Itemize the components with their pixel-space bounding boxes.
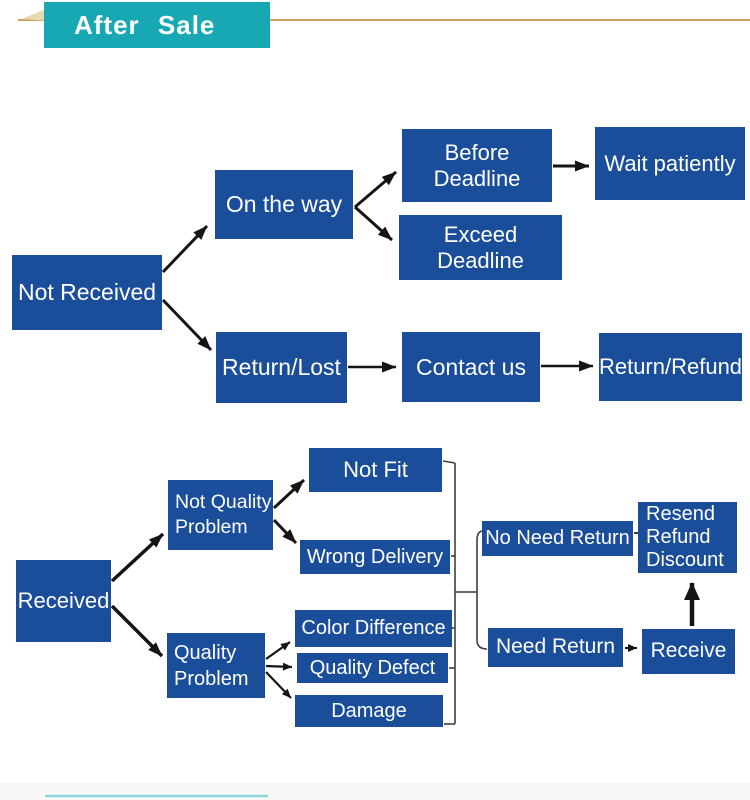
node-label: Not Fit <box>343 457 408 483</box>
node-not-received: Not Received <box>12 255 162 330</box>
arrow-not-received-to-return-lost <box>161 298 213 352</box>
node-wait-patiently: Wait patiently <box>595 127 745 200</box>
node-return-refund: Return/Refund <box>599 333 742 401</box>
discount-line: Discount <box>646 549 724 571</box>
node-need-return: Need Return <box>488 628 623 667</box>
node-label: Exceed Deadline <box>437 222 524 273</box>
node-label: Receive <box>650 639 727 663</box>
node-label: Color Difference <box>301 617 446 639</box>
node-label: Need Return <box>495 635 616 659</box>
node-label: Return/Refund <box>598 354 743 380</box>
connector-return-branch-bracket <box>476 530 488 650</box>
node-label: Quality Problem <box>174 641 249 690</box>
node-label: Not Quality Problem <box>175 491 272 538</box>
section-title: After Sale <box>74 9 216 40</box>
node-quality-problem: Quality Problem <box>167 633 265 698</box>
arrow-received-to-quality-problem <box>110 604 164 658</box>
connector-not-fit-stub <box>442 460 456 464</box>
node-quality-defect: Quality Defect <box>297 653 448 683</box>
node-label: Not Received <box>17 279 157 306</box>
node-label: On the way <box>225 191 343 218</box>
node-color-difference: Color Difference <box>295 610 452 647</box>
node-label: Wrong Delivery <box>306 545 444 568</box>
arrow-received-to-not-quality-problem <box>110 532 165 583</box>
arrow-quality-problem-to-quality-defect <box>265 662 293 671</box>
arrow-not-quality-problem-to-wrong-delivery <box>272 518 298 545</box>
node-before-deadline: Before Deadline <box>402 129 552 202</box>
node-not-fit: Not Fit <box>309 448 442 492</box>
node-wrong-delivery: Wrong Delivery <box>300 540 450 574</box>
node-damage: Damage <box>295 695 443 727</box>
node-on-the-way: On the way <box>215 170 353 239</box>
node-return-lost: Return/Lost <box>216 332 347 403</box>
node-label: Damage <box>331 699 407 722</box>
section-header-after-sale: After Sale <box>44 2 270 48</box>
node-not-quality-problem: Not Quality Problem <box>168 480 273 550</box>
arrow-not-quality-problem-to-not-fit <box>272 478 306 510</box>
node-label-multiline: Resend Refund Discount <box>646 503 724 572</box>
node-exceed-deadline: Exceed Deadline <box>399 215 562 280</box>
node-receive: Receive <box>642 629 735 674</box>
node-label: Quality Defect <box>309 656 436 679</box>
bottom-section-band <box>0 783 750 800</box>
gold-divider-arrowhead <box>22 7 50 21</box>
node-label: No Need Return <box>485 527 630 549</box>
node-resend-refund-discount: Resend Refund Discount <box>638 502 737 573</box>
node-label: Wait patiently <box>604 150 736 176</box>
node-no-need-return: No Need Return <box>482 521 633 556</box>
node-label: Received <box>17 588 110 614</box>
node-label: Contact us <box>416 353 526 380</box>
node-received: Received <box>16 560 111 642</box>
resend-line: Resend <box>646 503 715 525</box>
refund-line: Refund <box>646 526 711 548</box>
arrow-quality-problem-to-damage <box>265 671 292 699</box>
node-label: Return/Lost <box>222 354 341 381</box>
arrow-quality-problem-to-color-difference <box>265 641 291 660</box>
arrow-on-the-way-to-exceed-deadline <box>354 205 393 242</box>
arrow-on-the-way-to-before-deadline <box>354 170 397 209</box>
node-label: Before Deadline <box>433 140 521 191</box>
node-contact-us: Contact us <box>402 332 540 402</box>
arrow-not-received-to-on-the-way <box>161 224 209 274</box>
